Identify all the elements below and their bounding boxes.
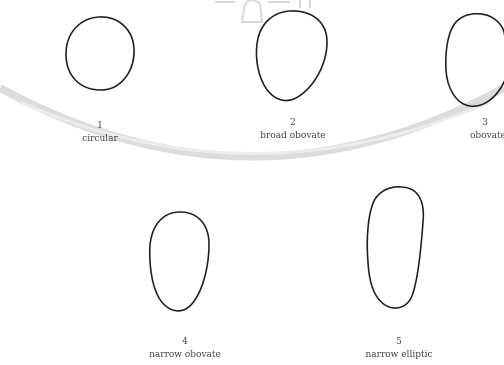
shape-5-label: narrow elliptic <box>344 350 454 360</box>
shape-4-number: 4 <box>130 337 240 347</box>
shape-1-number: 1 <box>45 121 155 131</box>
shape-4 <box>150 212 209 311</box>
circular-outline <box>66 17 134 90</box>
shape-4-label: narrow obovate <box>130 350 240 360</box>
shape-2 <box>256 11 327 101</box>
broad-obovate-outline <box>256 11 327 101</box>
shape-5 <box>367 187 423 308</box>
shape-2-number: 2 <box>238 118 348 128</box>
shape-5-number: 5 <box>344 337 454 347</box>
shape-3-label: obovate <box>470 131 504 141</box>
shape-1-label: circular <box>45 134 155 144</box>
shape-1 <box>66 17 134 90</box>
shape-2-label: broad obovate <box>238 131 348 141</box>
narrow-elliptic-outline <box>367 187 423 308</box>
shape-3-number: 3 <box>430 118 504 128</box>
narrow-obovate-outline <box>150 212 209 311</box>
